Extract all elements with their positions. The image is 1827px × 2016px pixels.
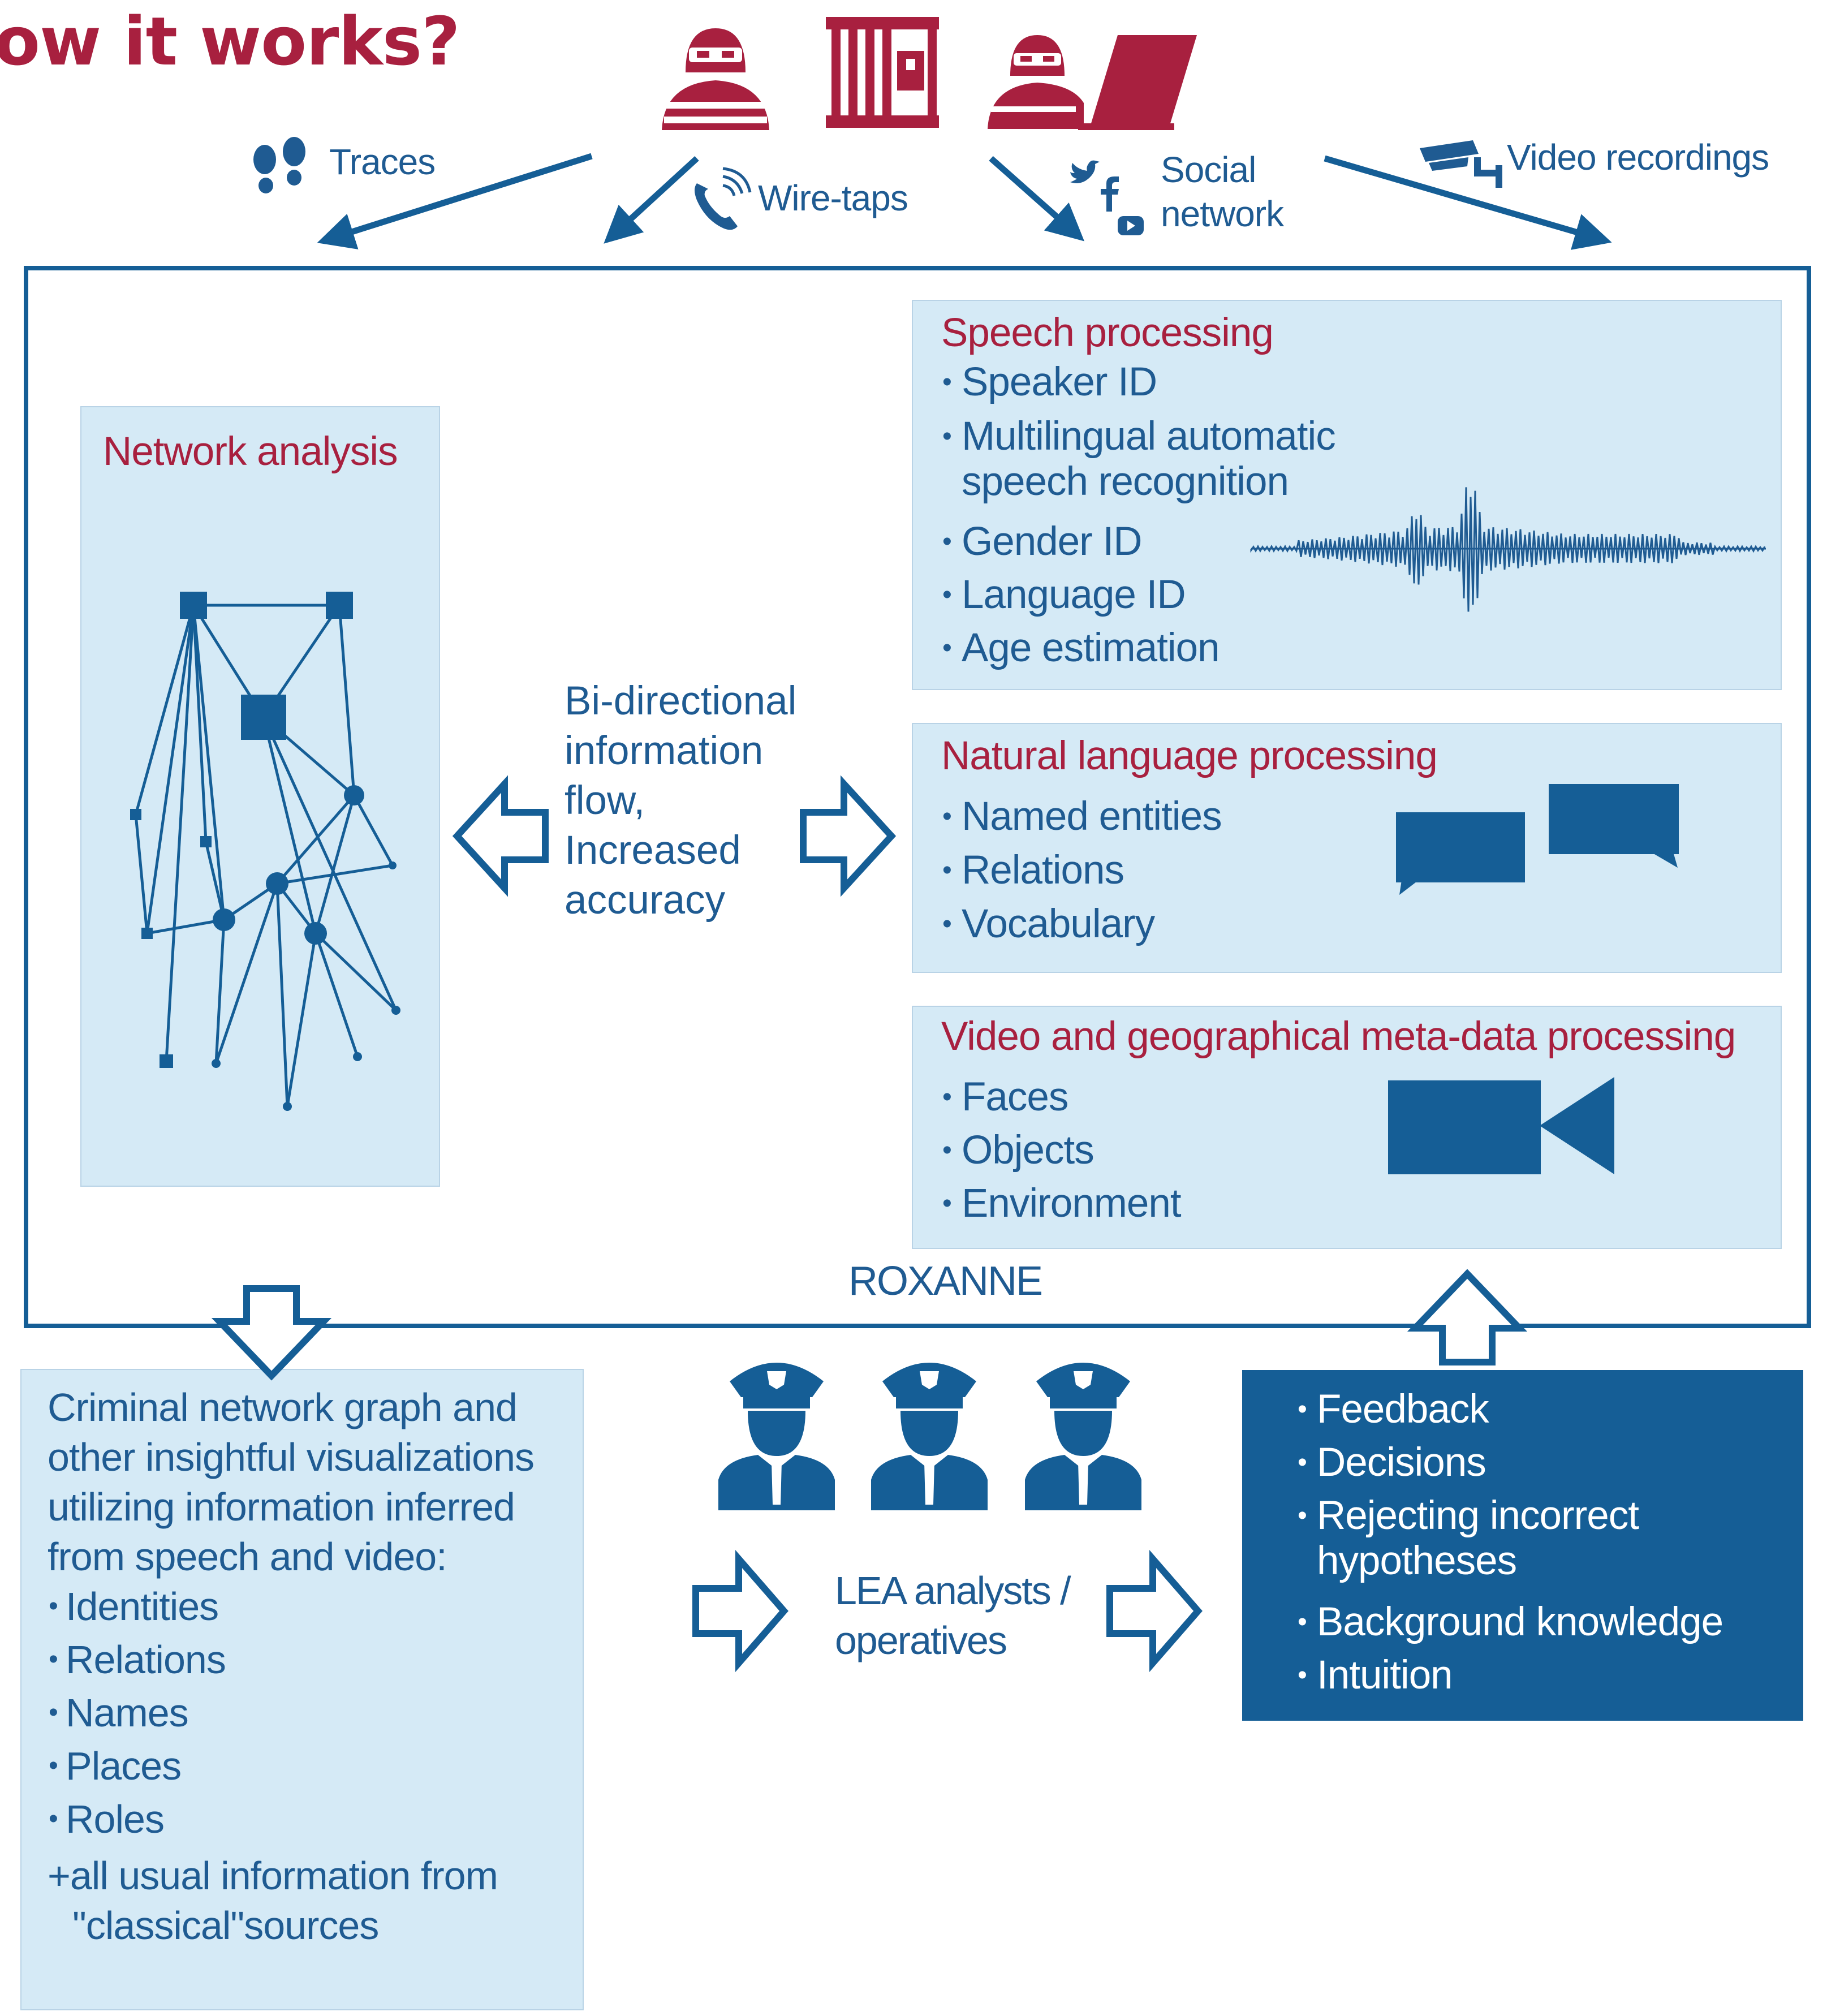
nlp-list: Named entities Relations Vocabulary — [941, 795, 1337, 957]
page-heading: ow it works? — [0, 2, 460, 80]
cctv-camera-icon — [1420, 140, 1502, 188]
video-processing-panel: Video and geographical meta-data process… — [912, 1006, 1782, 1249]
arrow-social — [989, 156, 1085, 242]
feedback-panel: Feedback Decisions Rejecting incorrect h… — [1242, 1370, 1803, 1721]
list-item: Identities — [48, 1582, 500, 1635]
network-graph-icon — [130, 592, 400, 1111]
list-item: Rejecting incorrect hypotheses — [1296, 1493, 1701, 1600]
list-item: Age estimation — [941, 627, 1371, 680]
video-camera-icon — [1388, 1077, 1614, 1174]
prison-bars-icon — [826, 17, 939, 128]
right-flow-arrow — [800, 775, 897, 897]
speech-bubble-icon — [1396, 784, 1679, 895]
phone-icon — [695, 167, 752, 230]
roxanne-frame — [24, 266, 1811, 1328]
lea-in-arrow — [692, 1549, 788, 1673]
list-item: Intuition — [1296, 1653, 1783, 1706]
feedback-list: Feedback Decisions Rejecting incorrect h… — [1296, 1387, 1783, 1706]
down-output-arrow — [211, 1285, 332, 1381]
police-officer-icon — [871, 1363, 988, 1510]
list-item: Named entities — [941, 795, 1337, 849]
list-item: Faces — [941, 1076, 1337, 1129]
source-video: Video recordings — [1507, 137, 1769, 178]
roxanne-label: ROXANNE — [848, 1259, 1043, 1304]
list-item: Places — [48, 1741, 500, 1794]
source-social-line2: network — [1161, 193, 1284, 234]
source-arrows — [317, 153, 1612, 250]
list-item: Relations — [941, 849, 1337, 903]
network-analysis-title: Network analysis — [103, 429, 398, 474]
nlp-title: Natural language processing — [941, 734, 1438, 778]
video-processing-title: Video and geographical meta-data process… — [941, 1014, 1736, 1059]
list-item: Multilingual automatic speech recognitio… — [941, 414, 1369, 520]
hacker-laptop-icon — [988, 35, 1197, 130]
list-item: Speaker ID — [941, 361, 1371, 414]
footprints-icon — [253, 137, 305, 193]
list-item: Environment — [941, 1182, 1337, 1235]
list-item: Vocabulary — [941, 903, 1337, 957]
twitter-icon — [1070, 160, 1100, 183]
arrow-traces — [317, 153, 593, 249]
flow-text: Bi-directional information flow, Increas… — [565, 679, 797, 923]
output-intro: Criminal network graph and other insight… — [48, 1385, 535, 1579]
youtube-icon — [1118, 216, 1144, 235]
list-item: Gender ID — [941, 520, 1371, 574]
output-text: Criminal network graph and other insight… — [48, 1382, 574, 1950]
police-officer-icon — [1025, 1363, 1141, 1510]
arrow-wiretaps — [604, 156, 699, 244]
list-item: Feedback — [1296, 1387, 1783, 1440]
up-feedback-arrow — [1407, 1269, 1528, 1365]
arrow-video — [1324, 155, 1612, 250]
police-officer-icon — [718, 1363, 835, 1510]
output-list: Identities Relations Names Places Roles — [48, 1582, 500, 1851]
speech-processing-panel: Speech processing Speaker ID Multilingua… — [912, 300, 1782, 690]
list-item: Objects — [941, 1129, 1337, 1182]
source-wiretaps: Wire-taps — [758, 178, 908, 218]
output-footer: +all usual information from "classical"s… — [48, 1854, 498, 1948]
source-traces: Traces — [329, 141, 436, 182]
waveform-icon — [1250, 487, 1766, 612]
source-social-line1: Social — [1161, 149, 1256, 190]
list-item: Language ID — [941, 574, 1371, 627]
left-flow-arrow — [452, 775, 549, 897]
list-item: Relations — [48, 1635, 500, 1688]
lea-analysts-text: LEA analysts / operatives — [835, 1569, 1071, 1662]
video-processing-list: Faces Objects Environment — [941, 1076, 1337, 1235]
list-item: Names — [48, 1688, 500, 1741]
list-item: Roles — [48, 1794, 500, 1851]
lea-out-arrow — [1106, 1549, 1203, 1673]
criminal-icon — [662, 28, 769, 130]
list-item: Decisions — [1296, 1440, 1783, 1493]
speech-processing-list: Speaker ID Multilingual automatic speech… — [941, 361, 1371, 680]
speech-processing-title: Speech processing — [941, 311, 1274, 355]
facebook-icon — [1101, 176, 1119, 212]
list-item: Background knowledge — [1296, 1600, 1783, 1653]
